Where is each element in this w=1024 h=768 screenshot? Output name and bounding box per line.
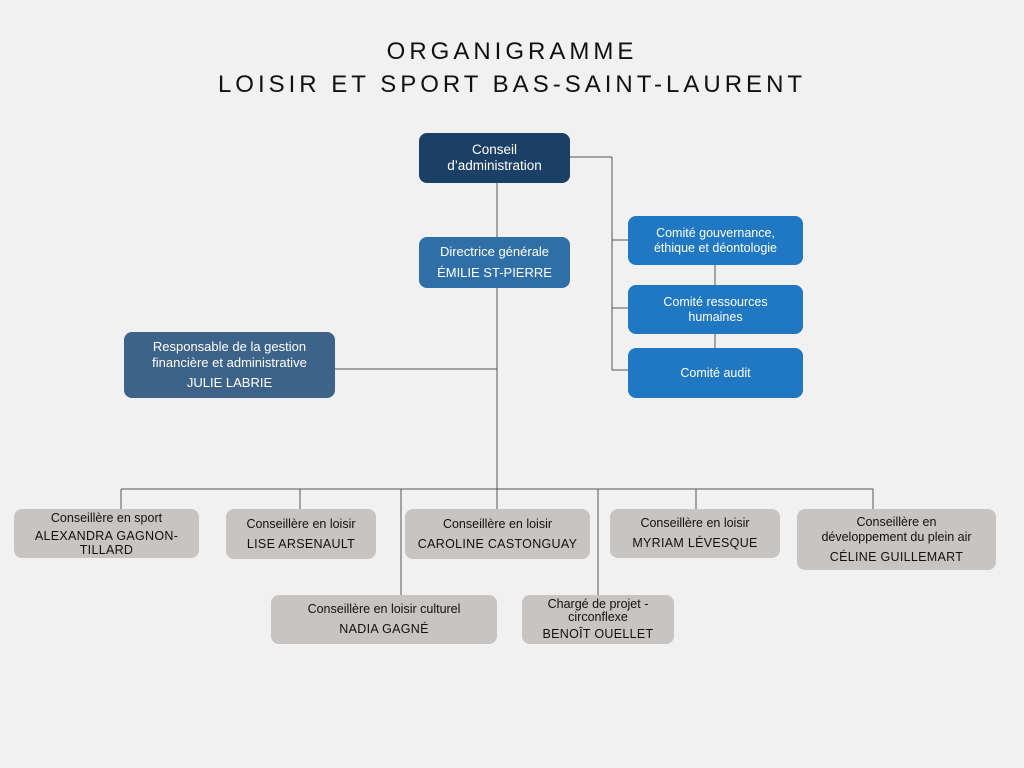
staff-guillemart-title-line-1: Conseillère en	[856, 514, 937, 529]
committee-audit-label: Comité audit	[680, 365, 751, 380]
finance-node: Responsable de la gestion financière et …	[124, 332, 335, 398]
staff-gagne-title: Conseillère en loisir culturel	[307, 602, 461, 616]
staff-levesque-node: Conseillère en loisir MYRIAM LÉVESQUE	[610, 509, 780, 558]
staff-castonguay-node: Conseillère en loisir CAROLINE CASTONGUA…	[405, 509, 590, 559]
board-label-line-1: Conseil	[471, 141, 518, 157]
board-node: Conseil d’administration	[419, 133, 570, 183]
staff-gagne-name: NADIA GAGNÉ	[339, 622, 429, 636]
board-label-line-2: d’administration	[447, 158, 542, 173]
staff-guillemart-title-line-2: développement du plein air	[821, 529, 972, 544]
staff-castonguay-name: CAROLINE CASTONGUAY	[417, 536, 578, 551]
staff-castonguay-title: Conseillère en loisir	[442, 516, 553, 531]
committee-governance-line-2: éthique et déontologie	[653, 240, 778, 255]
committee-hr-node: Comité ressources humaines	[628, 285, 803, 334]
staff-guillemart-name: CÉLINE GUILLEMART	[829, 549, 964, 564]
director-name: ÉMILIE ST-PIERRE	[437, 265, 552, 280]
committee-hr-line-1: Comité ressources	[663, 294, 768, 309]
staff-levesque-title: Conseillère en loisir	[640, 516, 750, 530]
staff-arsenault-name: LISE ARSENAULT	[246, 536, 356, 551]
staff-arsenault-title: Conseillère en loisir	[246, 516, 356, 531]
committee-hr-line-2: humaines	[688, 309, 743, 324]
staff-ouellet-title-line-2: circonflexe	[568, 610, 628, 625]
chart-title-line-2: LOISIR ET SPORT BAS-SAINT-LAURENT	[217, 71, 807, 98]
staff-ouellet-name: BENOÎT OUELLET	[542, 626, 654, 641]
committee-governance-line-1: Comité gouvernance,	[656, 225, 775, 240]
finance-title-line-1: Responsable de la gestion	[152, 339, 307, 355]
staff-sport-name-line-1: ALEXANDRA GAGNON-	[34, 528, 179, 543]
staff-arsenault-node: Conseillère en loisir LISE ARSENAULT	[226, 509, 376, 559]
committee-audit-node: Comité audit	[628, 348, 803, 398]
staff-sport-name-line-2: TILLARD	[79, 542, 134, 557]
staff-guillemart-node: Conseillère en développement du plein ai…	[797, 509, 996, 570]
committee-governance-node: Comité gouvernance, éthique et déontolog…	[628, 216, 803, 265]
finance-name: JULIE LABRIE	[186, 375, 273, 391]
director-title: Directrice générale	[439, 244, 550, 260]
finance-title-line-2: financière et administrative	[152, 354, 307, 370]
staff-sport-title: Conseillère en sport	[50, 510, 163, 525]
chart-title-line-1: ORGANIGRAMME	[386, 38, 638, 65]
staff-sport-node: Conseillère en sport ALEXANDRA GAGNON- T…	[14, 509, 199, 558]
staff-ouellet-node: Chargé de projet - circonflexe BENOÎT OU…	[522, 595, 674, 644]
staff-gagne-node: Conseillère en loisir culturel NADIA GAG…	[271, 595, 497, 644]
staff-levesque-name: MYRIAM LÉVESQUE	[632, 536, 758, 550]
director-node: Directrice générale ÉMILIE ST-PIERRE	[419, 237, 570, 288]
staff-ouellet-title-line-1: Chargé de projet -	[547, 597, 649, 612]
